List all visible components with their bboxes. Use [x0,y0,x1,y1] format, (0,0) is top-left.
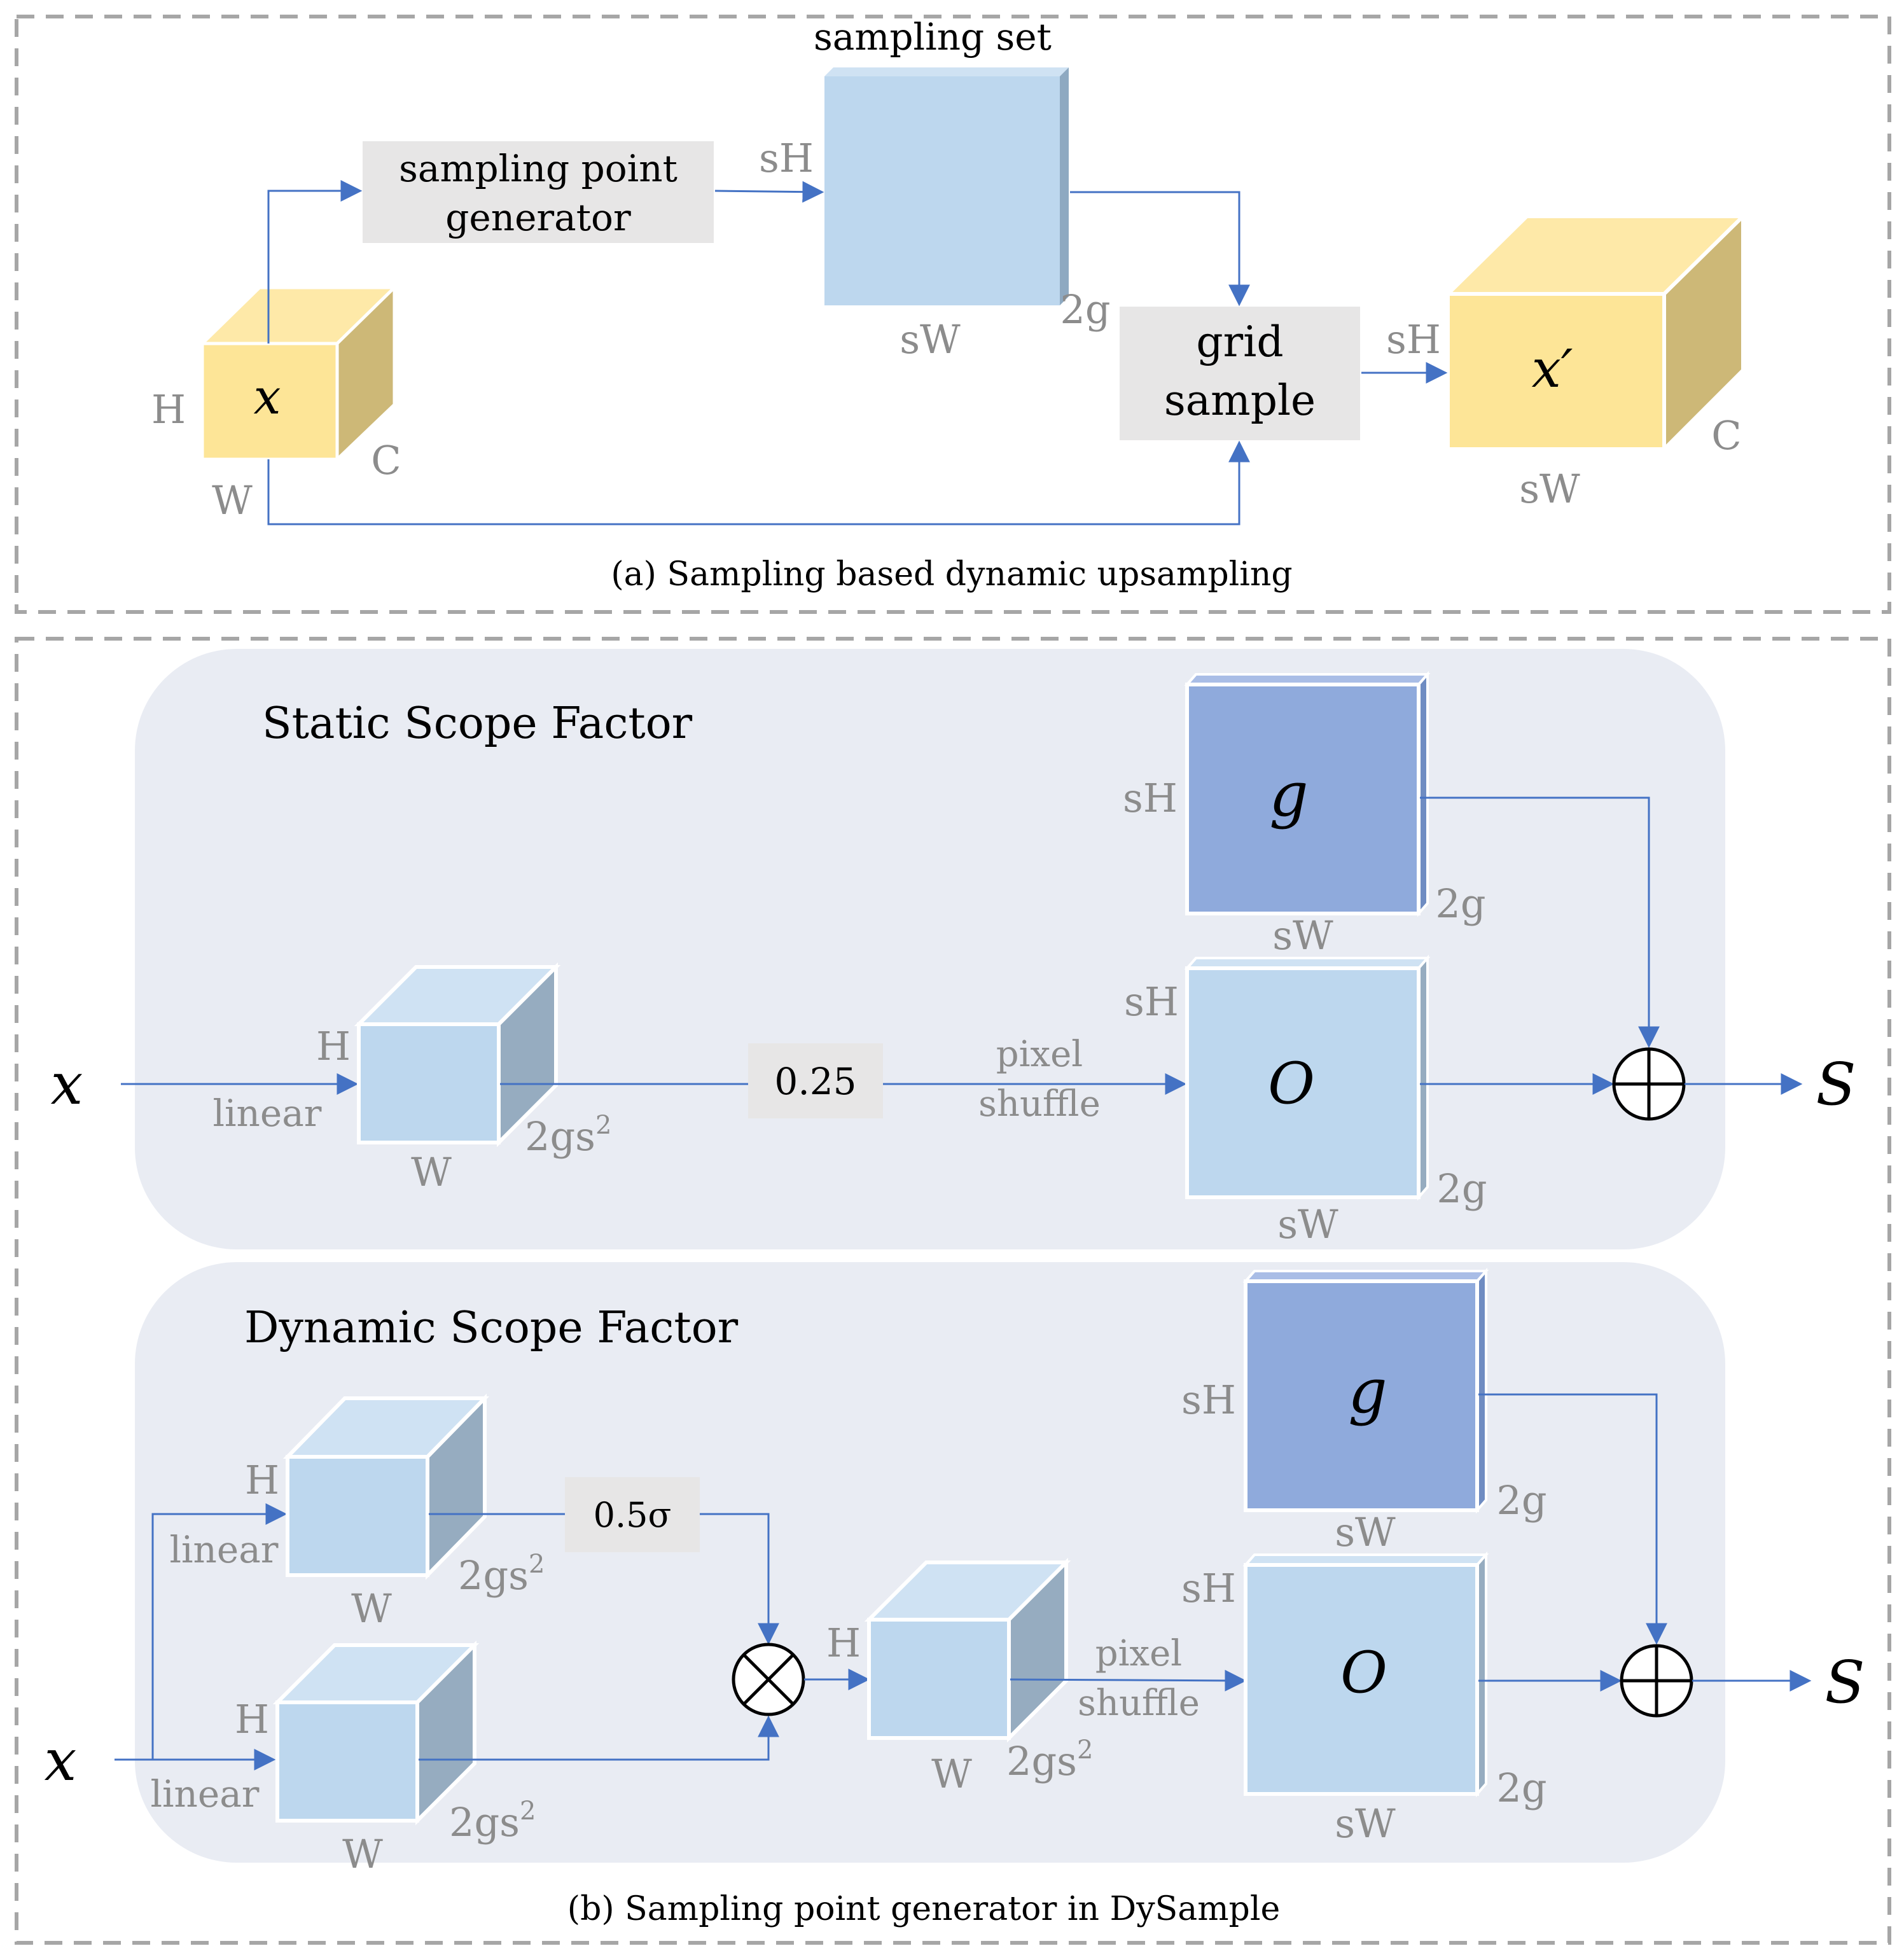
dynamic-sum-node [1620,1644,1693,1718]
dynamic-o-symbol: O [1340,1639,1387,1706]
static-g-dim-sW: sW [1272,912,1333,959]
dynamic-offset-dim-H: H [235,1696,269,1742]
dynamic-o-dim-sH: sH [1181,1565,1236,1611]
static-g-symbol: g [1269,759,1308,830]
dynamic-arrow-offset-to-mult [419,1715,779,1761]
dynamic-offset-dim-W: W [342,1831,383,1877]
dynamic-o-dim-2g: 2g [1496,1765,1546,1811]
dynamic-output-symbol: S [1824,1648,1865,1716]
static-o-dim-sW: sW [1277,1201,1338,1248]
static-dim-W: W [411,1149,452,1195]
arrow-generator-to-set [714,181,824,203]
dim-C-out: C [1711,412,1741,459]
input-feature-cube [198,284,399,463]
static-title: Static Scope Factor [262,699,693,749]
grid-sample-line1: grid [1196,317,1283,366]
panel-b-border [15,637,1891,1945]
arrow-x-to-generator [267,180,363,344]
dim-sH-set: sH [759,135,814,181]
static-o-block [1184,954,1431,1201]
static-pixel-label: pixel [996,1034,1083,1075]
dim-sW-out: sW [1519,466,1580,512]
arrow-set-to-grid [1070,191,1250,307]
dynamic-g-symbol: g [1348,1356,1387,1427]
dynamic-g-dim-2g: 2g [1496,1477,1546,1524]
panel-a-caption: (a) Sampling based dynamic upsampling [611,555,1292,594]
static-input-symbol: x [51,1051,83,1118]
dynamic-arrow-linear-top [151,1503,288,1760]
static-sum-node [1612,1047,1686,1121]
dim-2g-set: 2g [1060,286,1110,333]
static-g-dim-sH: sH [1123,775,1178,821]
dynamic-input-symbol: x [45,1727,77,1794]
dynamic-g-block [1242,1267,1489,1514]
dim-H: H [151,386,186,433]
static-o-dim-2g: 2g [1436,1165,1487,1212]
input-symbol: x [254,368,281,425]
dynamic-scope-dim-2gs2: 2gs2 [458,1550,545,1599]
static-linear-label: linear [212,1092,321,1135]
static-g-block [1184,671,1431,917]
dynamic-arrow-pixel-shuffle [1010,1669,1247,1692]
dynamic-linear-label-bottom: linear [150,1772,259,1816]
dynamic-g-dim-sH: sH [1181,1377,1236,1423]
dynamic-o-dim-sW: sW [1335,1800,1396,1847]
panel-a-border [15,15,1891,614]
static-output-symbol: S [1816,1050,1856,1118]
dynamic-linear-label-top: linear [169,1528,278,1571]
sampling-point-generator-box [363,141,714,243]
dim-W: W [212,477,253,524]
dynamic-offset-dim-2gs2: 2gs2 [449,1797,536,1845]
static-factor-box [748,1043,883,1118]
grid-sample-line2: sample [1164,376,1316,425]
dynamic-scope-cube [282,1393,490,1580]
output-feature-cube [1443,211,1748,454]
dim-sH-out: sH [1386,316,1441,363]
dynamic-factor-box [565,1477,700,1552]
dynamic-arrow-g-to-plus [1478,1393,1667,1645]
static-o-dim-sH: sH [1124,978,1179,1025]
dynamic-factor-label: 0.5σ [594,1495,672,1535]
output-symbol: x′ [1532,339,1573,400]
dynamic-result-dim-H: H [826,1620,861,1666]
dim-sW-set: sW [900,316,961,363]
static-shuffle-label: shuffle [978,1083,1101,1125]
dynamic-multiply-node [732,1643,805,1716]
sampling-set-block [824,67,1069,305]
dynamic-offset-cube [272,1640,480,1826]
static-o-symbol: O [1268,1050,1315,1117]
dynamic-result-cube [864,1557,1071,1743]
dynamic-pixel-label: pixel [1095,1633,1182,1674]
static-factor-label: 0.25 [774,1060,856,1103]
dynamic-result-dim-2gs2: 2gs2 [1006,1735,1093,1784]
arrow-x-to-grid [267,440,1250,525]
sampling-set-label: sampling set [814,15,1052,59]
generator-label-line1: sampling point [399,147,678,190]
dim-C: C [371,437,401,483]
static-g-dim-2g: 2g [1435,880,1485,927]
static-dim-2gs2: 2gs2 [525,1111,611,1160]
static-offset-cube [354,962,561,1148]
dynamic-result-dim-W: W [931,1751,972,1797]
grid-sample-box [1120,307,1360,440]
dynamic-title: Dynamic Scope Factor [244,1303,739,1353]
dynamic-scope-dim-H: H [245,1457,279,1503]
static-arrow-g-to-plus [1420,796,1660,1048]
generator-label-line2: generator [445,196,631,239]
dynamic-shuffle-label: shuffle [1078,1683,1200,1724]
static-dim-H: H [316,1023,351,1069]
dynamic-o-block [1242,1551,1489,1798]
panel-b-caption: (b) Sampling point generator in DySample [567,1890,1280,1928]
dynamic-g-dim-sW: sW [1335,1509,1396,1555]
dynamic-arrow-factor-to-mult [700,1513,779,1645]
dynamic-scope-dim-W: W [351,1585,392,1632]
